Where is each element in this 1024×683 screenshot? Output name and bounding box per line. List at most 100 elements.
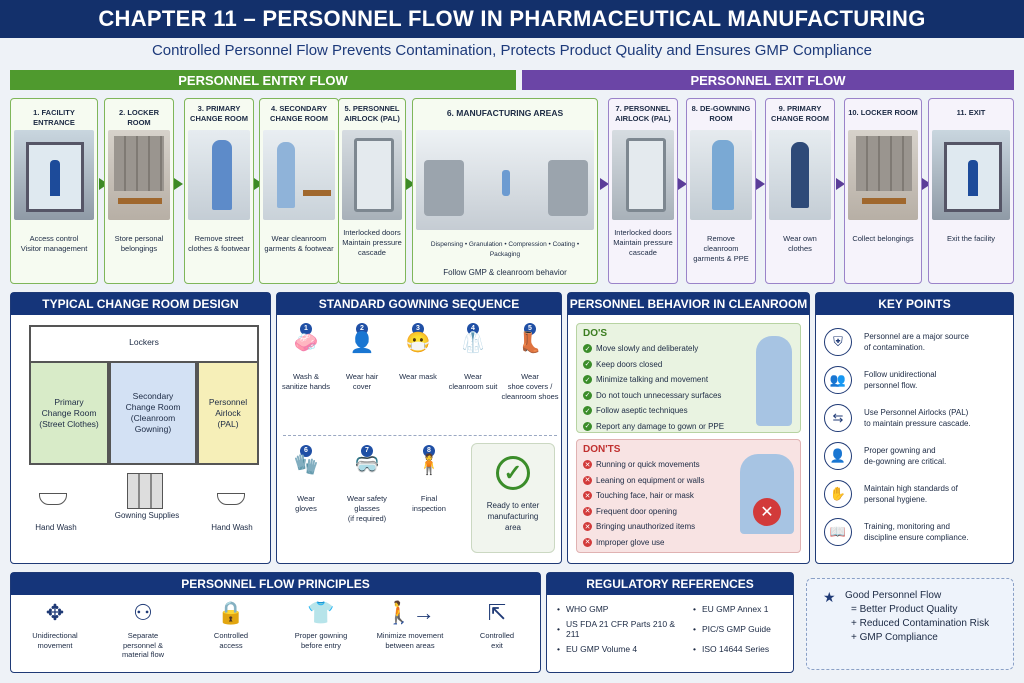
entry-step-4: 4. SECONDARY CHANGE ROOM Wear cleanroom … (259, 98, 339, 284)
arrows-out-icon: ✥ (45, 600, 65, 626)
list-item: ✕Running or quick movements (583, 460, 700, 470)
primary-change-room-image (769, 130, 831, 220)
flow-arrow (99, 178, 108, 190)
manufacturing-area-image (416, 130, 594, 230)
cleanroom-worker-figure (756, 336, 792, 426)
step-desc: Interlocked doors Maintain pressure casc… (342, 228, 402, 257)
key-point: 👤Proper gowning and de-gowning are criti… (824, 437, 1012, 475)
list-item: ✕Leaning on equipment or walls (583, 475, 705, 485)
step-desc: Interlocked doors Maintain pressure casc… (613, 228, 673, 257)
hand-wash-label: Hand Wash (211, 523, 253, 532)
list-item: ✓Report any damage to gown or PPE (583, 421, 725, 431)
prohibited-icon: ✕ (753, 498, 781, 526)
inspection-icon: 🧍 (416, 454, 442, 476)
exit-step-8: 8. DE-GOWNING ROOM Remove cleanroom garm… (686, 98, 756, 284)
gowning-step-3: 3😷Wear mask (393, 323, 443, 382)
gown-icon: 👤 (824, 442, 852, 470)
list-item: ✕Touching face, hair or mask (583, 491, 694, 501)
principles-panel: PERSONNEL FLOW PRINCIPLES ✥Unidirectiona… (10, 572, 541, 673)
panel-title: PERSONNEL FLOW PRINCIPLES (11, 573, 540, 595)
lockers-area: Lockers (29, 325, 259, 361)
list-item: PIC/S GMP Guide (693, 619, 793, 639)
x-icon: ✕ (583, 506, 592, 516)
facility-entrance-image (14, 130, 94, 220)
regulatory-panel: REGULATORY REFERENCES WHO GMP US FDA 21 … (546, 572, 794, 673)
check-icon: ✓ (583, 421, 592, 431)
sink-icon (217, 493, 245, 505)
gown-icon: 👕 (307, 600, 335, 626)
secondary-room: Secondary Change Room (Cleanroom Gowning… (109, 361, 197, 465)
page-title: CHAPTER 11 – PERSONNEL FLOW IN PHARMACEU… (0, 0, 1024, 38)
primary-change-room-image (188, 130, 250, 220)
flow-arrow (600, 178, 609, 190)
locker-room-image (108, 130, 170, 220)
primary-room: Primary Change Room (Street Clothes) (29, 361, 109, 465)
key-point: ✋Maintain high standards of personal hyg… (824, 475, 1012, 513)
step-title: 6. MANUFACTURING AREAS (446, 108, 564, 118)
lock-icon: 🔒 (217, 600, 245, 626)
exit-step-11: 11. EXIT Exit the facility (928, 98, 1014, 284)
arrows-icon: ⇆ (824, 404, 852, 432)
hand-wash-icon: 🧼 (293, 332, 319, 354)
dos-label: DO'S (583, 328, 608, 339)
principle-item: ✥Unidirectional movement (15, 595, 95, 665)
shield-icon: ⛨ (824, 328, 852, 356)
gloves-icon: 🧤 (293, 454, 319, 476)
flow-arrow (254, 178, 263, 190)
principle-item: 🔒Controlled access (191, 595, 271, 665)
flow-arrow (406, 178, 415, 190)
airlock-room: Personnel Airlock (PAL) (197, 361, 259, 465)
step-desc: Collect belongings (852, 234, 914, 243)
people-separate-icon: ⚇ (133, 600, 153, 626)
summary-text: Good Personnel Flow = Better Product Qua… (845, 590, 990, 643)
step-desc: Store personal belongings (114, 234, 164, 253)
ready-text: Ready to enter manufacturing area (486, 501, 540, 532)
list-item: US FDA 21 CFR Parts 210 & 211 (557, 619, 687, 639)
regulatory-list-2: EU GMP Annex 1 PIC/S GMP Guide ISO 14644… (693, 599, 793, 659)
floor-plan: Lockers Primary Change Room (Street Clot… (11, 315, 270, 561)
people-icon: 👥 (824, 366, 852, 394)
hair-cover-icon: 👤 (349, 332, 375, 354)
gowning-step-2: 2👤Wear hair cover (337, 323, 387, 392)
key-points-panel: KEY POINTS ⛨Personnel are a major source… (815, 292, 1014, 564)
donts-box: DON'TS ✕Running or quick movements ✕Lean… (576, 439, 801, 553)
gowning-step-8: 8🧍Final inspection (401, 445, 457, 514)
gowning-supplies-label: Gowning Supplies (114, 511, 180, 520)
step-title: 5. PERSONNEL AIRLOCK (PAL) (344, 104, 400, 123)
walk-arrow-icon: 🚶→ (385, 600, 435, 626)
step-title: 10. LOCKER ROOM (848, 108, 918, 117)
behavior-panel: PERSONNEL BEHAVIOR IN CLEANROOM DO'S ✓Mo… (567, 292, 810, 564)
key-point: ⛨Personnel are a major source of contami… (824, 323, 1012, 361)
step-title: 9. PRIMARY CHANGE ROOM (771, 104, 829, 123)
sink-icon (39, 493, 67, 505)
exit-step-7: 7. PERSONNEL AIRLOCK (PAL) Interlocked d… (608, 98, 678, 284)
cleanroom-suit-icon: 🥼 (460, 332, 486, 354)
step-desc: Dispensing • Granulation • Compression •… (430, 241, 580, 258)
dos-box: DO'S ✓Move slowly and deliberately ✓Keep… (576, 323, 801, 433)
step-title: 11. EXIT (956, 108, 986, 117)
step-title: 7. PERSONNEL AIRLOCK (PAL) (615, 104, 671, 123)
check-icon: ✓ (583, 406, 592, 416)
hand-wash-icon: ✋ (824, 480, 852, 508)
panel-title: KEY POINTS (816, 293, 1013, 315)
exit-icon: ⇱ (487, 600, 507, 626)
gowning-step-5: 5👢Wear shoe covers / cleanroom shoes (501, 323, 559, 401)
entry-step-6: 6. MANUFACTURING AREAS Dispensing • Gran… (412, 98, 598, 284)
facility-exit-image (932, 130, 1010, 220)
list-item: EU GMP Annex 1 (693, 599, 793, 619)
list-item: ISO 14644 Series (693, 639, 793, 659)
donts-list: ✕Running or quick movements ✕Leaning on … (583, 457, 794, 550)
step-desc: Wear own clothes (783, 234, 817, 253)
step-title: 2. LOCKER ROOM (118, 108, 159, 127)
list-item: ✓Do not touch unnecessary surfaces (583, 390, 722, 400)
step-title: 4. SECONDARY CHANGE ROOM (270, 104, 328, 123)
ready-card: ✓ Ready to enter manufacturing area (471, 443, 555, 553)
airlock-image (342, 130, 402, 220)
shoe-cover-icon: 👢 (517, 332, 543, 354)
book-icon: 📖 (824, 518, 852, 546)
safety-glasses-icon: 🥽 (354, 454, 380, 476)
flow-arrow (756, 178, 765, 190)
x-icon: ✕ (583, 537, 592, 547)
degowning-room-image (690, 130, 752, 220)
entry-step-2: 2. LOCKER ROOM Store personal belongings (104, 98, 174, 284)
